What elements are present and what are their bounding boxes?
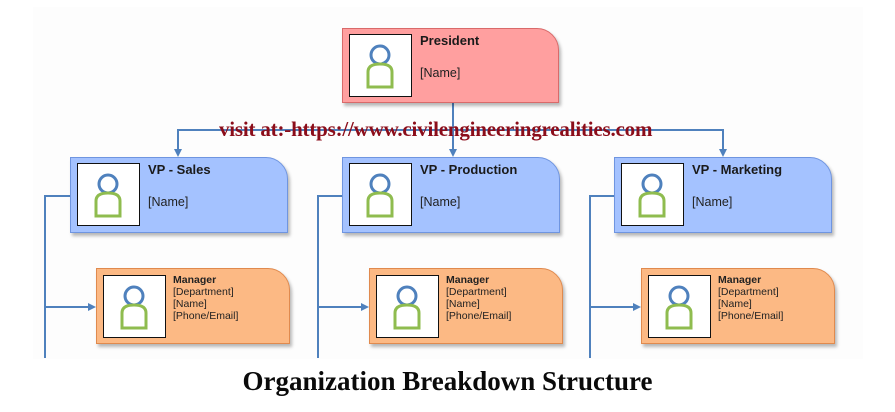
person-placeholder-icon bbox=[366, 173, 394, 218]
president-node[interactable]: President [Name] bbox=[342, 28, 559, 103]
person-placeholder-icon bbox=[665, 285, 693, 330]
node-title: VP - Marketing bbox=[692, 162, 783, 177]
node-name: [Name] bbox=[692, 195, 733, 209]
photo-placeholder bbox=[77, 163, 140, 226]
node-department: [Department] bbox=[446, 286, 507, 298]
node-contact: [Phone/Email] bbox=[173, 310, 239, 322]
person-placeholder-icon bbox=[638, 173, 666, 218]
node-name: [Name] bbox=[420, 195, 461, 209]
node-title: President bbox=[420, 33, 480, 48]
node-name: [Name] bbox=[148, 195, 189, 209]
node-title: Manager bbox=[718, 274, 762, 286]
manager-details: Manager [Department] [Name] [Phone/Email… bbox=[446, 274, 511, 322]
node-name: [Name] bbox=[446, 298, 480, 310]
person-placeholder-icon bbox=[366, 44, 394, 89]
manager-marketing-node[interactable]: Manager [Department] [Name] [Phone/Email… bbox=[641, 268, 835, 344]
node-name: [Name] bbox=[420, 66, 461, 80]
node-department: [Department] bbox=[173, 286, 234, 298]
manager-details: Manager [Department] [Name] [Phone/Email… bbox=[173, 274, 238, 322]
node-title: Manager bbox=[173, 274, 217, 286]
photo-placeholder bbox=[349, 34, 412, 97]
vp-production-node[interactable]: VP - Production [Name] bbox=[342, 157, 560, 233]
node-name: [Name] bbox=[718, 298, 752, 310]
node-department: [Department] bbox=[718, 286, 779, 298]
photo-placeholder bbox=[376, 275, 439, 338]
node-name: [Name] bbox=[173, 298, 207, 310]
photo-placeholder bbox=[349, 163, 412, 226]
photo-placeholder bbox=[648, 275, 711, 338]
manager-details: Manager [Department] [Name] [Phone/Email… bbox=[718, 274, 783, 322]
photo-placeholder bbox=[621, 163, 684, 226]
person-placeholder-icon bbox=[120, 285, 148, 330]
node-title: VP - Sales bbox=[148, 162, 211, 177]
photo-placeholder bbox=[103, 275, 166, 338]
vp-sales-node[interactable]: VP - Sales [Name] bbox=[70, 157, 288, 233]
node-contact: [Phone/Email] bbox=[446, 310, 512, 322]
manager-production-node[interactable]: Manager [Department] [Name] [Phone/Email… bbox=[369, 268, 563, 344]
person-placeholder-icon bbox=[94, 173, 122, 218]
watermark-text: visit at:-https://www.civilengineeringre… bbox=[219, 117, 653, 141]
person-placeholder-icon bbox=[393, 285, 421, 330]
node-contact: [Phone/Email] bbox=[718, 310, 784, 322]
vp-marketing-node[interactable]: VP - Marketing [Name] bbox=[614, 157, 832, 233]
diagram-caption: Organization Breakdown Structure bbox=[242, 366, 653, 396]
manager-sales-node[interactable]: Manager [Department] [Name] [Phone/Email… bbox=[96, 268, 290, 344]
node-title: VP - Production bbox=[420, 162, 518, 177]
node-title: Manager bbox=[446, 274, 490, 286]
